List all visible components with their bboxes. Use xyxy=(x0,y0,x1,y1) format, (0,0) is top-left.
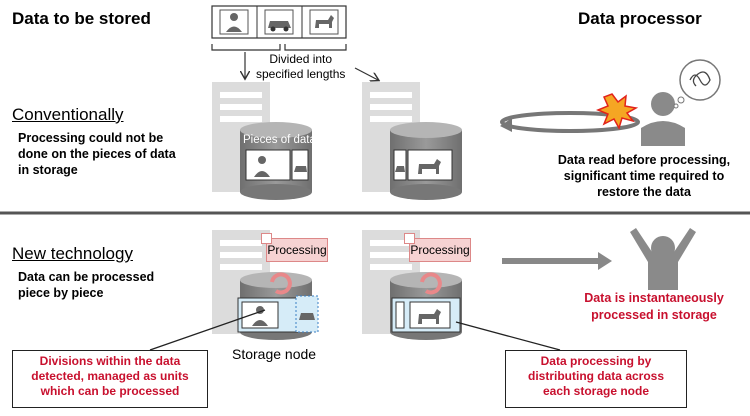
division-brackets xyxy=(211,44,378,80)
callout-leaders xyxy=(149,309,561,351)
conventional-result-line1: Data read before processing, xyxy=(557,153,731,167)
divided-label: Divided into specified lengths xyxy=(256,52,345,82)
callout-distributing-line3: each storage node xyxy=(542,384,650,398)
pieces-of-data-label: Pieces of data xyxy=(243,134,316,146)
conventional-result-line2: significant time required to xyxy=(563,169,725,183)
read-arrow xyxy=(500,111,640,133)
process-arrow xyxy=(502,252,612,270)
callout-divisions-line3: which can be processed xyxy=(40,384,180,398)
car-icon xyxy=(264,9,294,35)
callout-distributing: Data processing by distributing data acr… xyxy=(505,350,687,408)
processing-cycle-icon xyxy=(270,272,442,295)
left-title: Data to be stored xyxy=(12,9,151,28)
callout-divisions-line1: Divisions within the data xyxy=(39,354,181,368)
callout-distributing-line2: distributing data across xyxy=(527,369,665,383)
conventional-result: Data read before processing, significant… xyxy=(540,152,748,200)
new-tech-result-line2: processed in storage xyxy=(591,308,717,322)
right-title: Data processor xyxy=(578,9,702,28)
dog-icon xyxy=(309,9,339,35)
processing-tag-1: Processing xyxy=(261,233,328,262)
conventional-result-line3: restore the data xyxy=(597,185,691,199)
person-icon xyxy=(641,92,685,146)
callout-distributing-line1: Data processing by xyxy=(540,354,652,368)
new-tech-result: Data is instantaneously processed in sto… xyxy=(560,290,748,324)
database-icon xyxy=(390,122,462,200)
database-icon xyxy=(237,272,319,340)
person-icon xyxy=(630,228,696,290)
person-icon xyxy=(219,9,249,35)
new-tech-description: Data can be processed piece by piece xyxy=(18,270,155,300)
conventional-description: Processing could not be done on the piec… xyxy=(18,131,176,177)
callout-divisions: Divisions within the data detected, mana… xyxy=(12,350,208,408)
callout-divisions-line2: detected, managed as units xyxy=(31,369,189,383)
data-strip xyxy=(211,5,347,39)
section-title-conventional: Conventionally xyxy=(12,105,124,124)
thought-bubble-icon xyxy=(673,59,721,109)
database-icon xyxy=(240,122,312,200)
divided-label-line2: specified lengths xyxy=(256,67,346,81)
processing-tag-2: Processing xyxy=(404,233,471,262)
new-tech-result-line1: Data is instantaneously xyxy=(584,291,724,305)
divided-label-line1: Divided into xyxy=(269,52,333,66)
explosion-icon xyxy=(595,93,639,130)
database-icon xyxy=(390,272,462,340)
storage-node-label: Storage node xyxy=(232,346,317,362)
section-title-new-technology: New technology xyxy=(12,244,133,263)
